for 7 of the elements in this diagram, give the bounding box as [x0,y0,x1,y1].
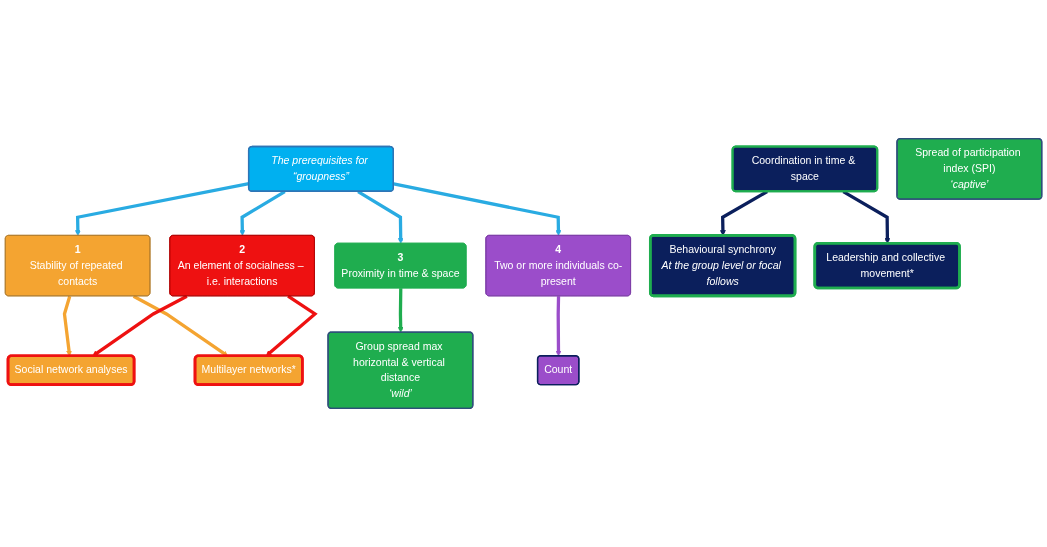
arrow [357,190,404,244]
arrow [397,288,404,333]
arrow [239,190,286,236]
arrow [555,296,562,357]
arrow [720,190,768,236]
arrow [842,190,891,244]
arrow [393,182,562,236]
